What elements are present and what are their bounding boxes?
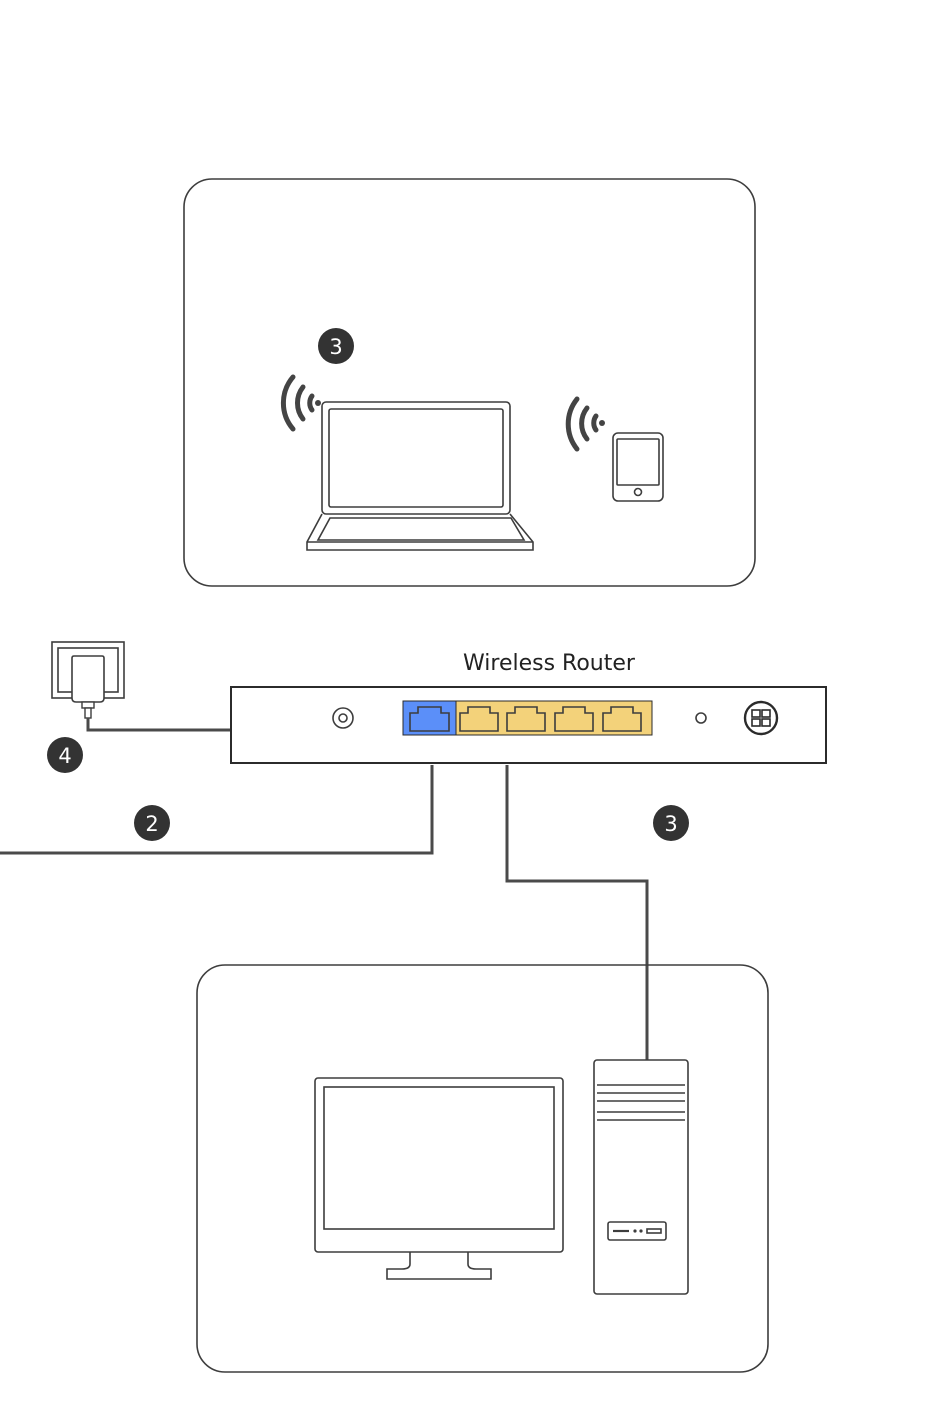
tablet-icon <box>613 433 663 501</box>
wps-button-icon <box>745 702 777 734</box>
svg-text:2: 2 <box>145 812 158 836</box>
laptop-icon <box>307 402 533 550</box>
step-badge-wan: 2 <box>134 805 170 841</box>
wireless-clients-panel: 3 <box>184 179 755 586</box>
wifi-icon <box>283 377 321 429</box>
wan-cable <box>0 765 432 853</box>
svg-text:3: 3 <box>664 812 677 836</box>
router-label: Wireless Router <box>463 651 636 676</box>
desktop-monitor-icon <box>315 1078 563 1279</box>
svg-text:3: 3 <box>329 335 342 359</box>
wan-port <box>403 701 456 735</box>
svg-text:4: 4 <box>58 744 71 768</box>
wifi-icon <box>568 399 605 449</box>
step-badge-lan: 3 <box>653 805 689 841</box>
lan-ports <box>456 701 652 735</box>
wired-client-panel <box>197 965 768 1372</box>
lan-cable <box>507 765 647 1060</box>
pc-tower-icon <box>594 1060 688 1294</box>
step-badge-power: 4 <box>47 737 83 773</box>
step-badge-wireless: 3 <box>318 328 354 364</box>
wireless-router <box>231 687 826 763</box>
